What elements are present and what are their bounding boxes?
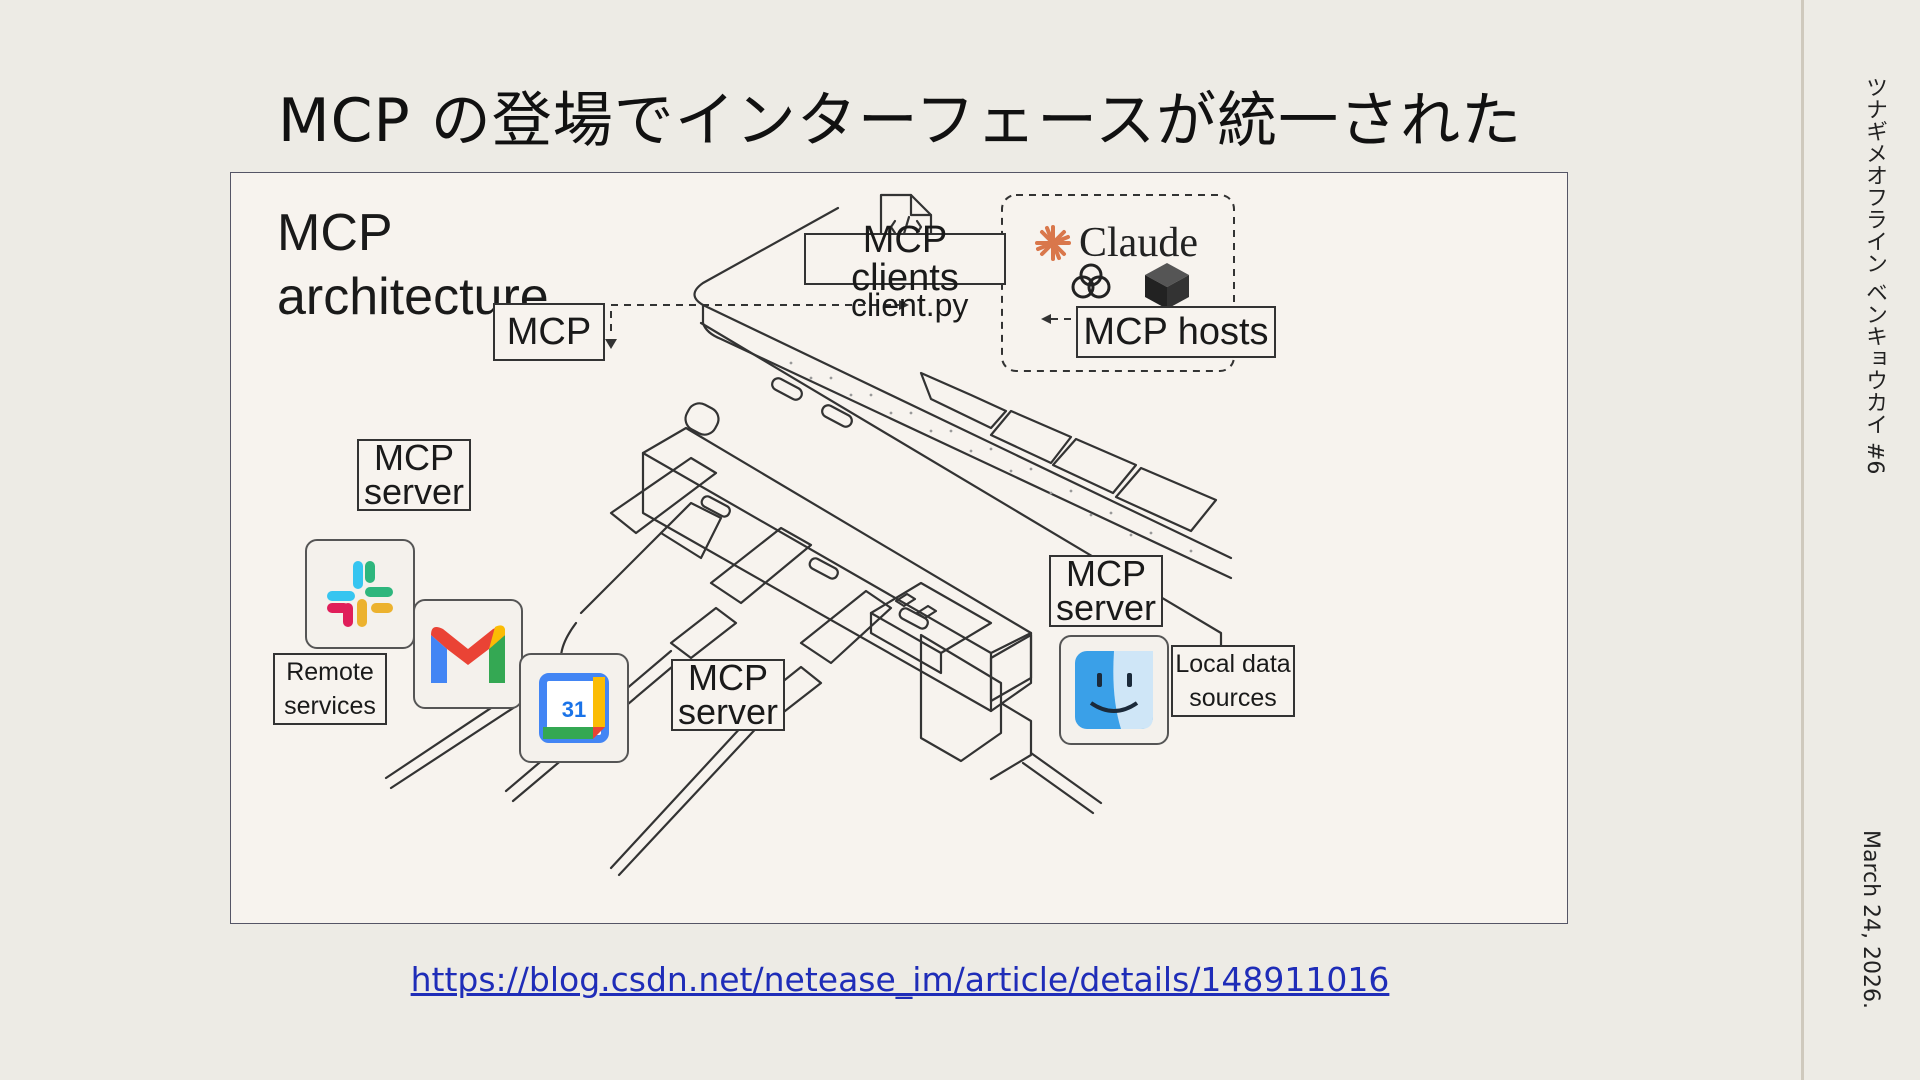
mcp-hosts-box: MCP hosts — [1076, 306, 1276, 358]
calendar-day: 31 — [562, 697, 586, 722]
cube-icon — [1145, 263, 1189, 309]
mcp-server-box-local: MCP server — [1049, 555, 1163, 627]
mcp-label-box: MCP — [493, 303, 605, 361]
mcp-hosts-label: MCP hosts — [1083, 311, 1269, 353]
local-data-line1: Local data — [1175, 650, 1291, 678]
side-date: March 24, 2026. — [1858, 830, 1883, 1010]
slide-title: MCP の登場でインターフェースが統一された — [277, 86, 1523, 156]
openai-icon — [1071, 263, 1111, 299]
mcp-server-bottom-line1: MCP — [688, 657, 768, 698]
gmail-icon — [413, 599, 523, 709]
mcp-server-top-line1: MCP — [374, 437, 454, 478]
finder-icon — [1059, 635, 1169, 745]
client-file-label: client.py — [851, 287, 969, 323]
mcp-clients-box: MCP clients — [804, 221, 1006, 297]
mcp-server-local-line2: server — [1055, 587, 1157, 628]
claude-wordmark: Claude — [1079, 220, 1198, 266]
diagram-title-line1: MCP — [277, 204, 393, 262]
source-link[interactable]: https://blog.csdn.net/netease_im/article… — [410, 960, 1390, 999]
mcp-server-box-top: MCP server — [357, 439, 471, 511]
mcp-server-bottom-line2: server — [677, 691, 779, 732]
side-divider — [1801, 0, 1804, 1080]
remote-services-line1: Remote — [286, 658, 374, 686]
side-event-title: ツナギメオフライン ベンキョウカイ #6 — [1862, 76, 1887, 475]
mcp-clients-label: MCP clients — [851, 219, 959, 299]
mcp-server-box-bottom: MCP server — [671, 659, 785, 731]
dashed-connector-mcp — [610, 304, 899, 331]
remote-services-line2: services — [284, 692, 376, 720]
laptop-base-edge — [699, 321, 1223, 647]
local-data-box: Local data sources — [1171, 645, 1295, 717]
local-data-line2: sources — [1189, 684, 1277, 712]
remote-services-box: Remote services — [273, 653, 387, 725]
mcp-architecture-diagram: MCP architecture MCP MCP clients client.… — [230, 172, 1568, 924]
mcp-server-local-line1: MCP — [1066, 553, 1146, 594]
slack-icon — [305, 539, 415, 649]
mcp-label: MCP — [506, 311, 592, 353]
google-calendar-icon: 31 — [519, 653, 629, 763]
mcp-server-top-line2: server — [363, 471, 465, 512]
